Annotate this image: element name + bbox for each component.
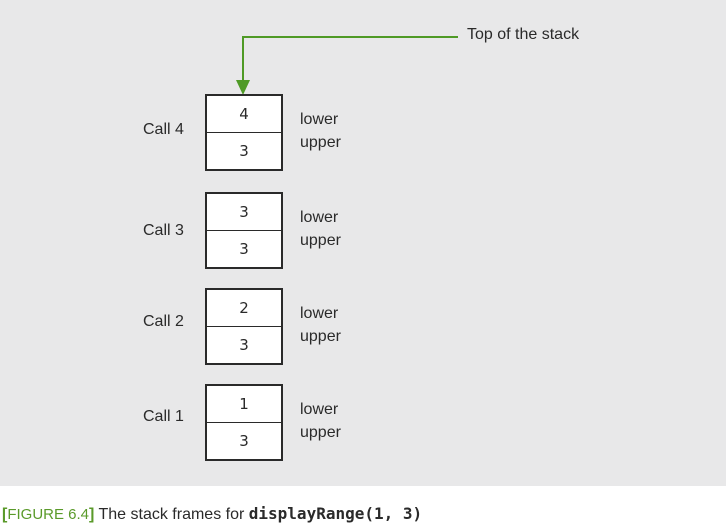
variable-labels-call-2: lower upper bbox=[300, 302, 341, 348]
lower-label: lower bbox=[300, 305, 339, 322]
caption-bracket-open: [ bbox=[2, 506, 8, 523]
figure-number: FIGURE 6.4 bbox=[7, 506, 90, 523]
stack-frame-call-2: 2 3 bbox=[205, 288, 283, 365]
stack-frame-call-4: 4 3 bbox=[205, 94, 283, 171]
variable-labels-call-4: lower upper bbox=[300, 108, 341, 154]
caption-code: displayRange(1, 3) bbox=[248, 504, 423, 523]
upper-label: upper bbox=[300, 134, 341, 151]
upper-value-cell: 3 bbox=[239, 239, 249, 258]
call-1-label: Call 1 bbox=[143, 408, 184, 425]
upper-label: upper bbox=[300, 424, 341, 441]
call-4-label: Call 4 bbox=[143, 121, 184, 138]
lower-label: lower bbox=[300, 209, 339, 226]
upper-label: upper bbox=[300, 328, 341, 345]
stack-frame-call-1: 1 3 bbox=[205, 384, 283, 461]
upper-value-cell: 3 bbox=[239, 141, 249, 160]
top-of-stack-label: Top of the stack bbox=[467, 26, 580, 43]
call-2-label: Call 2 bbox=[143, 313, 184, 330]
variable-labels-call-3: lower upper bbox=[300, 206, 341, 252]
lower-value-cell: 3 bbox=[207, 194, 281, 231]
figure-caption: [FIGURE 6.4] The stack frames for displa… bbox=[2, 504, 422, 524]
call-3-label: Call 3 bbox=[143, 222, 184, 239]
lower-label: lower bbox=[300, 111, 339, 128]
caption-bracket-close: ] bbox=[89, 506, 95, 523]
upper-label: upper bbox=[300, 232, 341, 249]
upper-value-cell: 3 bbox=[239, 431, 249, 450]
lower-label: lower bbox=[300, 401, 339, 418]
lower-value-cell: 2 bbox=[207, 290, 281, 327]
lower-value-cell: 1 bbox=[207, 386, 281, 423]
upper-value-cell: 3 bbox=[239, 335, 249, 354]
top-of-stack-pointer bbox=[236, 36, 458, 95]
pointer-line bbox=[242, 36, 458, 84]
figure-area: Top of the stack Call 4 4 3 lower upper … bbox=[0, 0, 726, 486]
arrowhead-icon bbox=[236, 80, 250, 95]
stack-frame-call-3: 3 3 bbox=[205, 192, 283, 269]
caption-text: The stack frames for bbox=[94, 506, 249, 523]
variable-labels-call-1: lower upper bbox=[300, 398, 341, 444]
lower-value-cell: 4 bbox=[207, 96, 281, 133]
